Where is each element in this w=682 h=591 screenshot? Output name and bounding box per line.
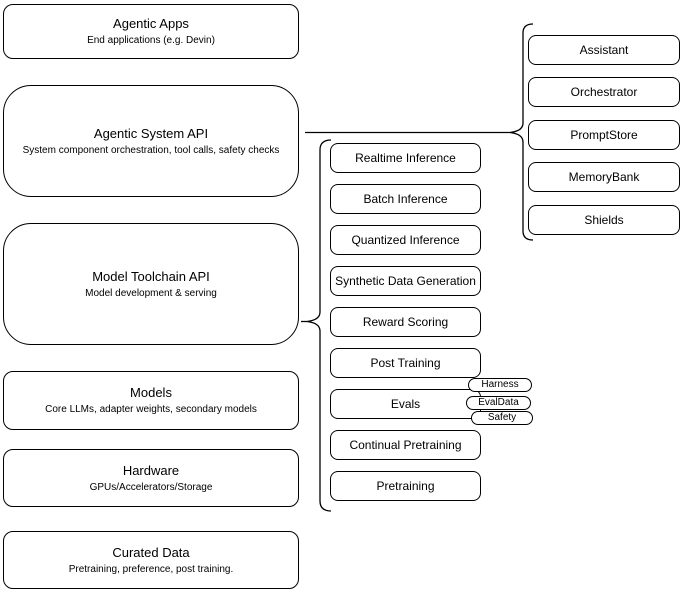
box-models-title: Models — [130, 385, 172, 400]
box-agentic-system-api-title: Agentic System API — [93, 125, 209, 141]
box-agentic-apps-title: Agentic Apps — [113, 16, 189, 31]
box-hardware: Hardware GPUs/Accelerators/Storage — [3, 449, 299, 507]
component-promptstore: PromptStore — [528, 120, 680, 150]
component-orchestrator: Orchestrator — [528, 77, 680, 107]
component-continual-pretraining: Continual Pretraining — [330, 430, 481, 460]
component-assistant: Assistant — [528, 35, 680, 65]
box-agentic-apps: Agentic Apps End applications (e.g. Devi… — [3, 4, 299, 59]
box-agentic-system-api: Agentic System API System component orch… — [3, 85, 299, 197]
component-pretraining: Pretraining — [330, 471, 481, 501]
box-hardware-title: Hardware — [122, 462, 180, 478]
component-post-training: Post Training — [330, 348, 481, 378]
eval-tag-safety: Safety — [471, 411, 533, 425]
component-quantized-inference: Quantized Inference — [330, 225, 481, 255]
eval-tag-harness: Harness — [468, 378, 532, 392]
component-batch-inference: Batch Inference — [330, 184, 481, 214]
component-synthetic-data-generation: Synthetic Data Generation — [330, 266, 481, 296]
component-memorybank: MemoryBank — [528, 162, 680, 192]
box-model-toolchain-api-title: Model Toolchain API — [92, 268, 210, 284]
box-curated-data-title: Curated Data — [112, 544, 190, 560]
box-curated-data: Curated Data Pretraining, preference, po… — [3, 531, 299, 589]
component-reward-scoring: Reward Scoring — [330, 307, 481, 337]
box-models: Models Core LLMs, adapter weights, secon… — [3, 371, 299, 430]
box-model-toolchain-api-subtitle: Model development & serving — [85, 287, 217, 299]
box-hardware-subtitle: GPUs/Accelerators/Storage — [89, 481, 213, 493]
box-curated-data-subtitle: Pretraining, preference, post training. — [68, 563, 234, 575]
eval-tag-evaldata: EvalData — [466, 396, 531, 410]
toolchain-bracket — [306, 139, 332, 512]
box-model-toolchain-api: Model Toolchain API Model development & … — [3, 223, 299, 345]
component-realtime-inference: Realtime Inference — [330, 143, 481, 173]
box-agentic-system-api-subtitle: System component orchestration, tool cal… — [22, 144, 280, 156]
component-evals: Evals — [330, 389, 481, 419]
component-shields: Shields — [528, 205, 680, 235]
box-agentic-apps-subtitle: End applications (e.g. Devin) — [87, 35, 215, 46]
system-components-bracket — [509, 23, 534, 241]
box-models-subtitle: Core LLMs, adapter weights, secondary mo… — [45, 404, 257, 415]
